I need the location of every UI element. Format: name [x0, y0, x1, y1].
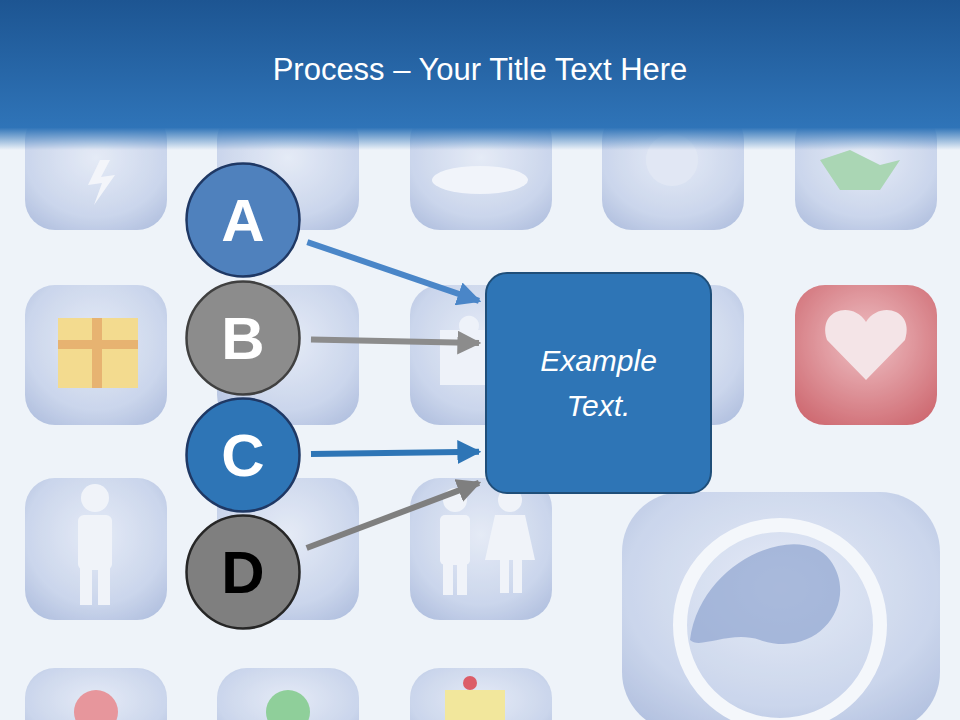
step-letter: A	[185, 162, 301, 278]
step-letter: C	[185, 397, 301, 513]
process-box: Example Text.	[485, 272, 712, 494]
box-text: Example Text.	[517, 338, 680, 428]
flow-arrow	[307, 242, 479, 301]
step-circle: D	[185, 514, 301, 630]
step-circle: C	[185, 397, 301, 513]
flow-arrow	[311, 339, 479, 343]
flow-arrow	[311, 452, 479, 454]
step-circle: B	[185, 280, 301, 396]
step-letter: B	[185, 280, 301, 396]
flow-arrow	[307, 483, 479, 548]
step-letter: D	[185, 514, 301, 630]
step-circle: A	[185, 162, 301, 278]
slide-title: Process – Your Title Text Here	[0, 52, 960, 88]
